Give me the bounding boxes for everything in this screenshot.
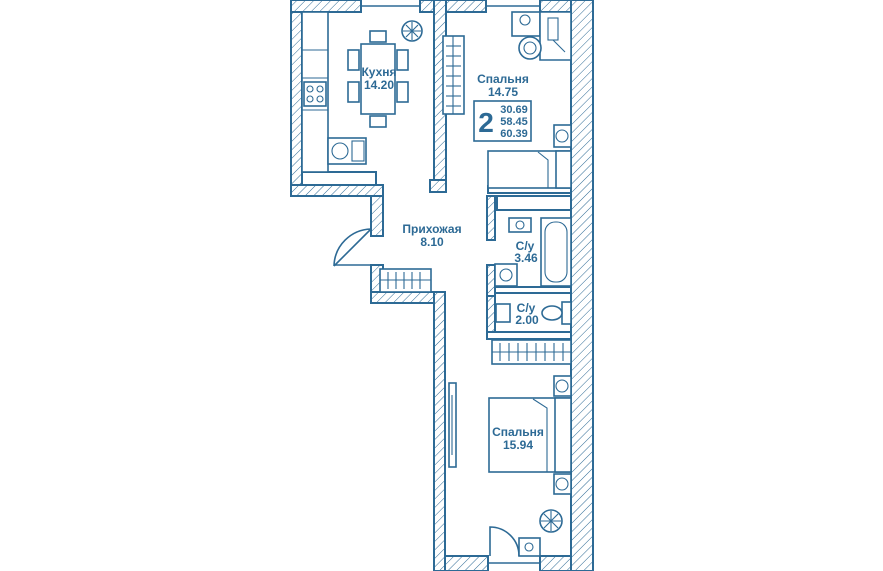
bathtub xyxy=(540,217,572,287)
entrance-door xyxy=(333,228,372,267)
hallway-label: Прихожая xyxy=(402,222,461,236)
chair-right-2 xyxy=(396,81,409,103)
wall-kitchen-bottom xyxy=(290,184,384,197)
chair-bottom xyxy=(369,115,387,128)
stove-burner-1 xyxy=(306,85,314,93)
hallway-area: 8.10 xyxy=(420,235,444,249)
bathroom-sink-bowl xyxy=(515,220,525,230)
bathroom-label: С/у xyxy=(516,239,535,253)
wall-bedroom1-top-left xyxy=(445,0,487,13)
wall-bottom-left xyxy=(444,555,489,571)
chair-right-1 xyxy=(396,49,409,71)
lamp-icon-1 xyxy=(555,129,569,143)
toilet-bowl xyxy=(541,305,563,321)
kitchen-label: Кухня xyxy=(361,65,396,79)
wall-bathroom-left-low xyxy=(486,264,496,300)
stove-burner-4 xyxy=(316,95,324,103)
kitchen-area: 14.20 xyxy=(364,78,394,92)
wall-kitchen-top-left xyxy=(290,0,362,13)
toilet-sink xyxy=(495,303,511,323)
bedroom1-label: Спальня xyxy=(477,72,529,86)
bathroom-area: 3.46 xyxy=(514,251,538,265)
lamp-icon-3 xyxy=(555,477,569,491)
bed-2-headboard xyxy=(554,397,572,473)
chair-top xyxy=(369,30,387,43)
bedroom2-area: 15.94 xyxy=(503,438,533,452)
balcony-door-knob xyxy=(524,542,534,552)
lamp-icon-2 xyxy=(555,379,569,393)
wall-bath-toilet xyxy=(494,286,572,294)
shelf-above-bath xyxy=(496,195,572,211)
toilet-tank xyxy=(561,301,572,325)
chair-left-1 xyxy=(347,49,360,71)
wall-corridor-left xyxy=(433,291,446,571)
monitor-stand xyxy=(552,39,566,53)
area-summary-box xyxy=(473,100,532,142)
kitchen-table xyxy=(360,43,396,115)
wall-bedroom1-top-right xyxy=(539,0,575,13)
wall-hallway-bottom-left xyxy=(370,291,438,304)
wall-toilet-left xyxy=(486,295,496,333)
balcony-door xyxy=(489,526,520,557)
bathtub-inner xyxy=(544,221,568,283)
wall-toilet-bottom xyxy=(486,331,572,340)
bed-1-blanket xyxy=(537,151,549,188)
sink-bowl xyxy=(331,142,349,160)
toilet-label: С/у xyxy=(517,301,536,315)
kitchen-bottom-cabinet xyxy=(301,171,377,186)
wall-right-outer xyxy=(570,0,594,571)
stove-burner-3 xyxy=(306,95,314,103)
stove-burner-2 xyxy=(316,85,324,93)
desk xyxy=(511,11,541,37)
stove xyxy=(303,81,327,107)
wall-bottom-right xyxy=(539,555,572,571)
wall-bathroom-left xyxy=(486,195,496,241)
bathroom-sink xyxy=(508,217,532,233)
washing-machine xyxy=(494,263,518,287)
bedroom2-window-cabinet xyxy=(518,537,541,557)
bed-2-blanket xyxy=(532,398,548,472)
wall-hallway-left-top xyxy=(370,195,384,237)
area-with-balcony: 60.39 xyxy=(500,128,528,140)
nightstand-1 xyxy=(553,124,572,148)
sink-drainboard xyxy=(351,140,365,162)
kitchen-sink xyxy=(327,137,367,165)
bed-1-headboard xyxy=(555,150,572,189)
wall-kitchen-bedroom-stub xyxy=(429,179,447,193)
wall-kitchen-left xyxy=(290,0,303,196)
toilet-area: 2.00 xyxy=(515,313,539,327)
plant-bedroom-icon xyxy=(539,509,563,533)
desk-corner xyxy=(539,11,572,61)
plant-kitchen-icon xyxy=(401,20,423,42)
office-chair-icon xyxy=(518,36,542,60)
washing-machine-drum xyxy=(499,268,513,282)
bedroom1-area: 14.75 xyxy=(488,85,518,99)
chair-left-2 xyxy=(347,81,360,103)
wardrobe-hangers xyxy=(446,45,461,107)
total-area: 58.45 xyxy=(500,116,528,128)
desk-lamp-icon xyxy=(519,14,531,26)
room-count: 2 xyxy=(478,107,494,138)
living-area: 30.69 xyxy=(500,104,528,116)
bedroom2-label: Спальня xyxy=(492,425,544,439)
